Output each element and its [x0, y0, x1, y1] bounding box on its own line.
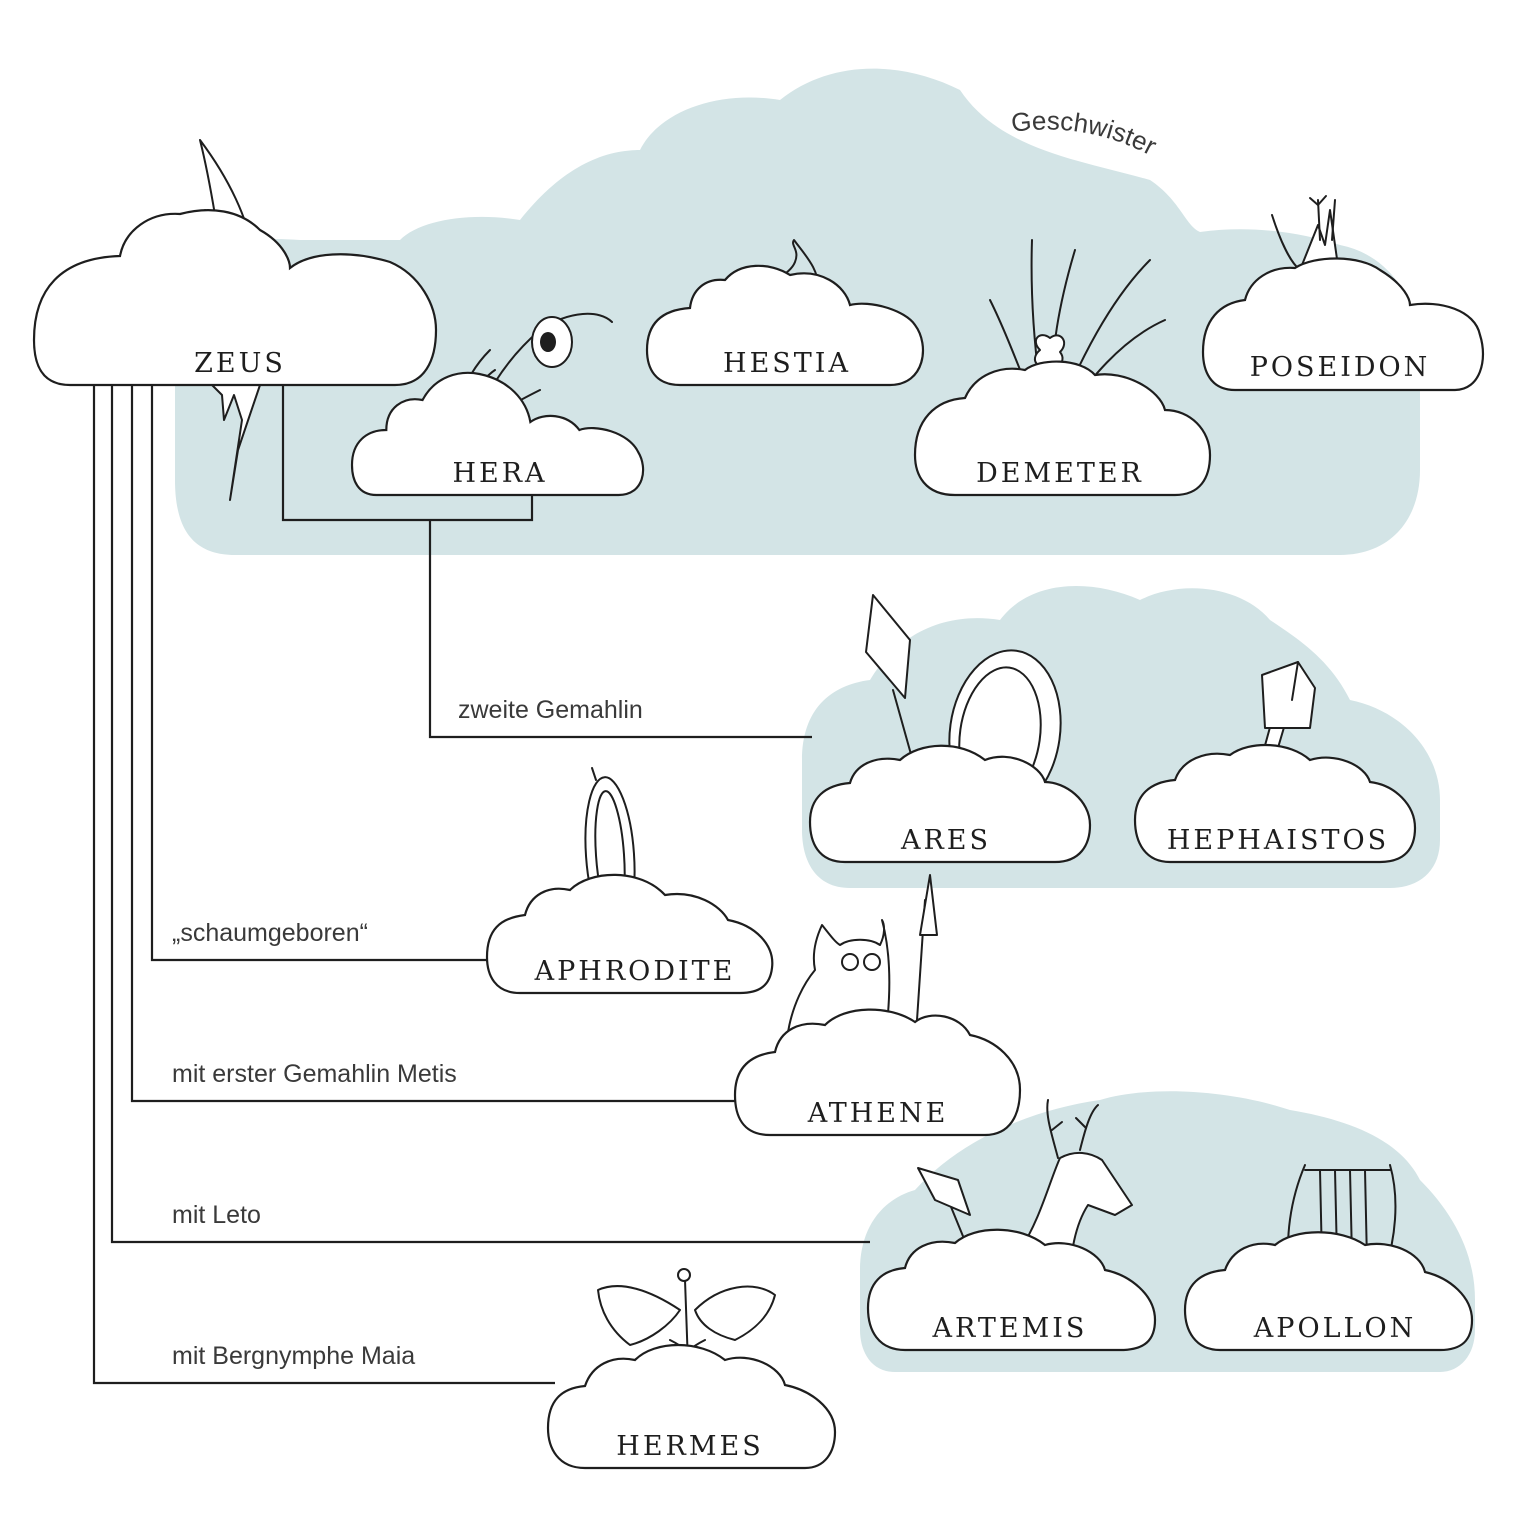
- node-athene: ATHENE: [733, 874, 1022, 1137]
- node-apollon: APOLLON: [1183, 1164, 1474, 1352]
- god-label-aphrodite: APHRODITE: [534, 956, 736, 987]
- god-label-apollon: APOLLON: [1253, 1313, 1416, 1344]
- god-label-hermes: HERMES: [616, 1431, 763, 1462]
- god-label-demeter: DEMETER: [976, 458, 1144, 489]
- god-label-zeus: ZEUS: [194, 348, 286, 379]
- node-demeter: DEMETER: [913, 239, 1212, 497]
- node-hera: HERA: [350, 312, 645, 497]
- node-ares: ARES: [808, 594, 1092, 864]
- family-connection-lines: [92, 385, 870, 1385]
- relation-maia-label: mit Bergnymphe Maia: [172, 1342, 415, 1370]
- node-aphrodite: APHRODITE: [485, 767, 774, 995]
- node-artemis: ARTEMIS: [866, 1099, 1157, 1352]
- god-label-hera: HERA: [452, 458, 547, 489]
- god-label-athene: ATHENE: [807, 1098, 949, 1129]
- god-label-hestia: HESTIA: [723, 348, 851, 379]
- caduceus-icon: [597, 1268, 776, 1421]
- god-label-poseidon: POSEIDON: [1250, 352, 1431, 383]
- node-zeus: ZEUS: [32, 139, 438, 501]
- node-hestia: HESTIA: [645, 239, 925, 387]
- relation-leto-label: mit Leto: [172, 1201, 261, 1229]
- relation-second-wife-label: zweite Gemahlin: [458, 696, 643, 724]
- god-label-ares: ARES: [900, 825, 991, 856]
- god-label-artemis: ARTEMIS: [932, 1313, 1088, 1344]
- node-hermes: HERMES: [546, 1268, 837, 1470]
- node-hephaistos: HEPHAISTOS: [1133, 661, 1417, 864]
- god-label-hephaistos: HEPHAISTOS: [1167, 825, 1389, 856]
- node-poseidon: POSEIDON: [1201, 195, 1484, 392]
- relation-foam-born-label: „schaumgeboren“: [172, 919, 368, 947]
- relation-first-wife-label: mit erster Gemahlin Metis: [172, 1060, 457, 1088]
